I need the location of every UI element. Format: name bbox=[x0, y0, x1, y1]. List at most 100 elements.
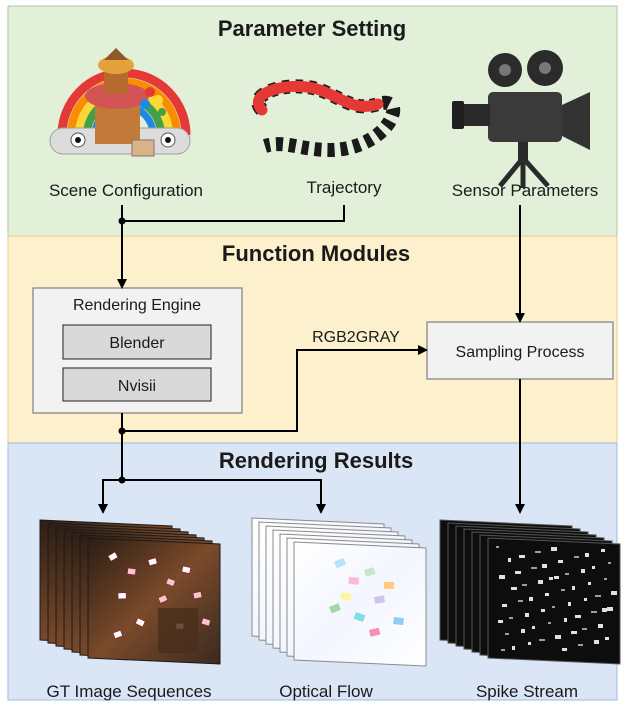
spike-speck bbox=[548, 622, 551, 624]
spike-speck bbox=[592, 566, 595, 569]
furniture-shape bbox=[158, 608, 198, 653]
spike-speck bbox=[552, 606, 555, 608]
spike-speck bbox=[505, 633, 509, 635]
section-title-parameter-setting: Parameter Setting bbox=[218, 16, 406, 41]
sampling-process-box bbox=[426, 321, 614, 380]
blender-option-box bbox=[62, 324, 212, 360]
spike-speck bbox=[591, 611, 597, 613]
spike-speck bbox=[571, 631, 577, 634]
spike-speck bbox=[551, 547, 557, 551]
spike-speck bbox=[522, 584, 527, 586]
flow-patch bbox=[383, 581, 395, 589]
flow-patch bbox=[329, 603, 341, 614]
spike-speck bbox=[598, 624, 603, 628]
spike-speck bbox=[565, 573, 569, 575]
spike-speck bbox=[525, 613, 529, 617]
spike-speck bbox=[558, 560, 563, 563]
card-speck bbox=[165, 577, 176, 587]
flow-patch bbox=[334, 557, 347, 569]
gt-image-sequence-stack bbox=[39, 519, 221, 665]
spike-speck bbox=[604, 578, 607, 580]
spike-speck bbox=[575, 615, 581, 618]
spike-speck bbox=[518, 600, 523, 602]
spike-speck bbox=[502, 604, 507, 607]
spike-speck bbox=[554, 576, 559, 579]
sequence-frame bbox=[293, 541, 427, 667]
spike-speck bbox=[562, 648, 567, 651]
spike-speck bbox=[611, 591, 617, 595]
to-optical-flow-arrow bbox=[122, 479, 326, 514]
flow-patch bbox=[364, 567, 376, 577]
spike-speck bbox=[499, 575, 505, 579]
flow-patch bbox=[374, 595, 385, 604]
spike-speck bbox=[532, 626, 535, 629]
card-speck bbox=[157, 594, 169, 604]
card-speck bbox=[192, 591, 203, 600]
spike-speck bbox=[605, 637, 609, 640]
scene-configuration-label: Scene Configuration bbox=[49, 181, 203, 200]
spike-speck bbox=[602, 608, 607, 612]
rgb2gray-edge-label: RGB2GRAY bbox=[312, 329, 400, 346]
spike-speck bbox=[538, 580, 543, 584]
card-speck bbox=[181, 565, 192, 574]
spike-speck bbox=[601, 549, 605, 552]
rendering-engine-title: Rendering Engine bbox=[73, 297, 201, 314]
card-speck bbox=[112, 629, 123, 640]
spike-speck bbox=[607, 607, 613, 611]
spike-speck bbox=[498, 620, 503, 623]
movie-camera-icon bbox=[452, 50, 590, 188]
spike-speck bbox=[542, 564, 547, 568]
flow-patch bbox=[393, 617, 404, 626]
flow-patch bbox=[369, 627, 381, 637]
spike-speck bbox=[511, 587, 517, 590]
nvisii-option-box bbox=[62, 367, 212, 402]
spike-speck bbox=[535, 551, 541, 553]
rgb2gray-arrow bbox=[122, 345, 428, 432]
spike-speck bbox=[595, 595, 601, 597]
spike-speck bbox=[545, 593, 549, 596]
spike-speck bbox=[564, 618, 567, 622]
spike-speck bbox=[588, 582, 591, 585]
blender-option-label: Blender bbox=[109, 335, 165, 352]
spike-stream-label: Spike Stream bbox=[476, 682, 578, 701]
gt-image-sequences-label: GT Image Sequences bbox=[46, 682, 211, 701]
sequence-frame bbox=[487, 537, 621, 665]
spike-speck bbox=[539, 639, 545, 641]
sampling-process-label: Sampling Process bbox=[456, 344, 585, 361]
spike-speck bbox=[561, 589, 565, 591]
flow-patch bbox=[340, 591, 352, 601]
card-speck bbox=[107, 551, 119, 562]
spike-speck bbox=[528, 642, 531, 645]
spike-speck bbox=[574, 556, 579, 558]
card-speck bbox=[134, 617, 146, 628]
spike-speck bbox=[555, 635, 561, 639]
spike-speck bbox=[529, 597, 533, 601]
curved-trajectory-icon bbox=[251, 79, 401, 158]
connectors bbox=[98, 205, 525, 514]
flow-patch bbox=[348, 577, 359, 585]
spike-speck bbox=[584, 598, 587, 601]
card-speck bbox=[126, 567, 137, 576]
spike-stream-stack bbox=[439, 519, 621, 665]
spike-speck bbox=[541, 609, 545, 612]
spike-speck bbox=[509, 617, 513, 619]
spike-speck bbox=[519, 555, 525, 558]
spike-speck bbox=[581, 569, 585, 573]
spike-speck bbox=[585, 553, 589, 557]
nvisii-option-label: Nvisii bbox=[118, 378, 156, 395]
spike-speck bbox=[594, 640, 599, 644]
spike-speck bbox=[608, 562, 611, 564]
spike-speck bbox=[512, 646, 515, 650]
section-title-rendering-results: Rendering Results bbox=[219, 448, 413, 473]
section-title-function-modules: Function Modules bbox=[222, 241, 410, 266]
spike-speck bbox=[521, 629, 525, 633]
card-speck bbox=[200, 617, 212, 627]
optical-flow-label: Optical Flow bbox=[279, 682, 373, 701]
spike-speck bbox=[549, 577, 553, 580]
spike-speck bbox=[496, 546, 499, 548]
spike-speck bbox=[578, 644, 583, 646]
spike-speck bbox=[515, 571, 521, 574]
spike-speck bbox=[508, 558, 511, 562]
optical-flow-stack bbox=[251, 517, 427, 667]
